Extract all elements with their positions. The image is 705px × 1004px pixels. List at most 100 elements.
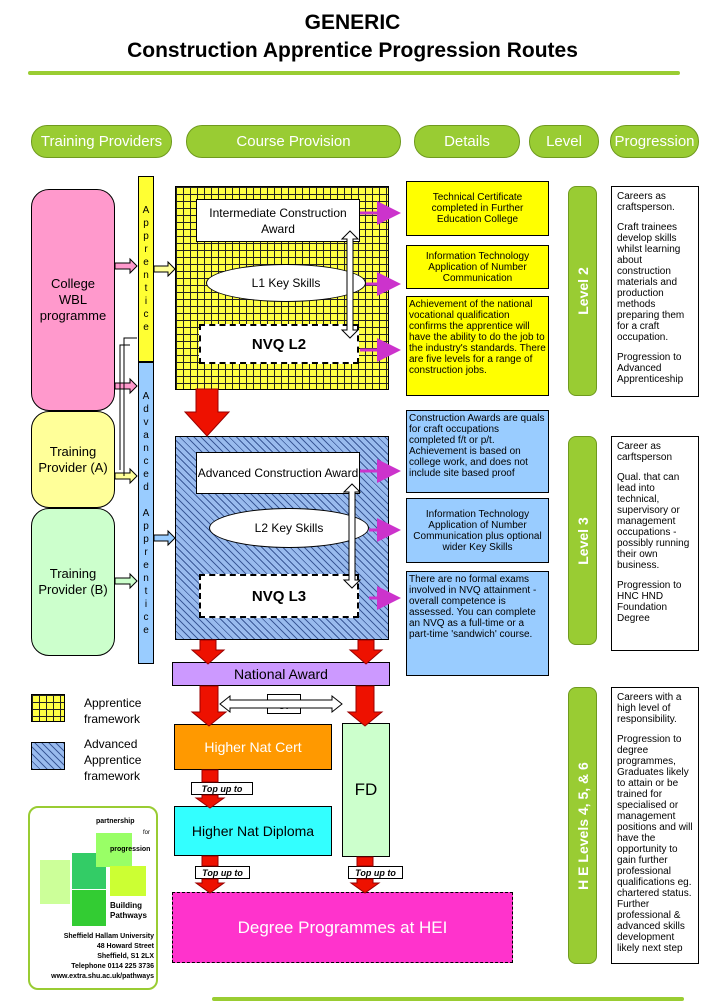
bar-letter: A	[142, 390, 150, 402]
he-levels-label: H E Levels 4, 5, & 6	[574, 761, 591, 890]
progression-text: Qual. that can lead into technical, supe…	[617, 472, 690, 571]
top-divider	[28, 71, 680, 75]
intermediate-construction-award: Intermediate Construction Award	[196, 199, 360, 242]
bar-letter: n	[143, 270, 149, 281]
logo-text-for: for	[143, 830, 151, 836]
advanced-construction-award: Advanced Construction Award	[196, 452, 360, 494]
progression-text: Progression to HNC HND Foundation Degree	[617, 580, 682, 624]
progression-text: Progression to Advanced Apprenticeship	[617, 352, 684, 385]
bar-letter: p	[143, 231, 149, 242]
progression-text: Careers as craftsperson.	[617, 191, 675, 213]
higher-nat-cert: Higher Nat Cert	[174, 724, 332, 770]
bar-letter: p	[143, 520, 149, 532]
nvq-l2: NVQ L2	[199, 324, 359, 364]
progression-text: Career as carftsperson	[617, 441, 673, 463]
bar-letter: i	[144, 598, 148, 610]
bottom-divider	[212, 997, 684, 1001]
progression-text: Craft trainees develop skills whilst lea…	[617, 222, 685, 343]
top-up-label-1: Top up to	[191, 782, 253, 795]
bar-letter: t	[144, 585, 148, 597]
header-progression: Progression	[610, 125, 699, 158]
logo-block	[96, 833, 132, 867]
bar-letter: i	[144, 296, 148, 307]
progression-level3: Career as carftsperson Qual. that can le…	[611, 436, 699, 651]
bar-letter: e	[143, 257, 149, 268]
logo-block	[40, 860, 70, 904]
higher-nat-diploma: Higher Nat Diploma	[174, 806, 332, 856]
bar-letter: a	[143, 429, 149, 441]
detail-nvq-l2: Achievement of the national vocational q…	[406, 296, 549, 396]
detail-it-l1: Information Technology Application of Nu…	[406, 245, 549, 289]
logo-address: Sheffield Hallam University 48 Howard St…	[32, 932, 154, 982]
legend-apprentice-label: Apprentice framework	[84, 696, 142, 726]
logo-text-partnership: partnership	[96, 818, 135, 825]
he-levels-bar: H E Levels 4, 5, & 6	[568, 687, 597, 964]
detail-nvq-l3: There are no formal exams involved in NV…	[406, 571, 549, 676]
top-up-label-3: Top up to	[348, 866, 403, 879]
bar-letter: d	[143, 403, 149, 415]
national-award: National Award	[172, 662, 390, 686]
page-subtitle: Construction Apprentice Progression Rout…	[127, 39, 578, 62]
bar-letter: e	[143, 322, 149, 333]
bar-letter: r	[144, 546, 148, 558]
detail-it-l2: Information Technology Application of Nu…	[406, 498, 549, 563]
address-line: Telephone 0114 225 3736	[71, 963, 154, 970]
degree-programmes: Degree Programmes at HEI	[172, 892, 513, 963]
bar-letter: A	[142, 507, 150, 519]
level-2-bar: Level 2	[568, 186, 597, 396]
l1-key-skills: L1 Key Skills	[206, 264, 366, 302]
address-line: Sheffield Hallam University	[63, 933, 154, 940]
progression-text: Progression to degree programmes, Gradua…	[617, 734, 693, 954]
bar-letter: t	[144, 283, 148, 294]
bar-letter: n	[143, 442, 149, 454]
training-provider-a: Training Provider (A)	[31, 411, 115, 508]
level-3-label: Level 3	[574, 516, 591, 565]
bar-letter: r	[144, 244, 148, 255]
college-wbl-provider: College WBL programme	[31, 189, 115, 411]
bar-letter: c	[143, 611, 149, 623]
bar-letter	[145, 494, 148, 507]
bar-letter: c	[143, 309, 149, 320]
bar-letter: d	[143, 481, 149, 493]
bar-letter: n	[143, 572, 149, 584]
logo-text-progression: progression	[110, 846, 151, 853]
progression-level2: Careers as craftsperson. Craft trainees …	[611, 186, 699, 397]
or-label: or	[267, 694, 301, 714]
logo-block	[72, 890, 106, 926]
header-level: Level	[529, 125, 599, 158]
training-provider-b: Training Provider (B)	[31, 508, 115, 656]
logo-text-building: Building	[110, 901, 142, 910]
level-3-bar: Level 3	[568, 436, 597, 645]
bar-letter: e	[143, 624, 149, 636]
bar-letter: p	[143, 533, 149, 545]
detail-construction-awards: Construction Awards are quals for craft …	[406, 410, 549, 493]
foundation-degree: FD	[342, 723, 390, 857]
bar-letter: e	[143, 559, 149, 571]
header-training-providers: Training Providers	[31, 125, 172, 158]
logo-block	[110, 866, 146, 896]
header-course-provision: Course Provision	[186, 125, 401, 158]
address-line: Sheffield, S1 2LX	[97, 953, 154, 960]
bar-letter: e	[143, 468, 149, 480]
logo-text-pathways: Pathways	[110, 911, 147, 920]
legend-advanced-swatch	[31, 742, 65, 770]
bar-letter: p	[143, 218, 149, 229]
level-2-label: Level 2	[574, 267, 591, 315]
address-line: 48 Howard Street	[96, 943, 154, 950]
progression-text: Careers with a high level of responsibil…	[617, 692, 682, 725]
legend-apprentice-swatch	[31, 694, 65, 722]
address-line: www.extra.shu.ac.uk/pathways	[51, 973, 154, 980]
building-pathways-logo: partnership for progression Building Pat…	[28, 806, 158, 990]
progression-he: Careers with a high level of responsibil…	[611, 687, 699, 964]
l2-key-skills: L2 Key Skills	[209, 508, 369, 548]
bar-letter: A	[142, 205, 150, 216]
bar-letter: c	[143, 455, 149, 467]
page-title: GENERIC	[304, 11, 401, 34]
bar-letter: v	[143, 416, 149, 428]
detail-technical-certificate: Technical Certificate completed in Furth…	[406, 181, 549, 236]
header-details: Details	[414, 125, 520, 158]
legend-advanced-label: Advanced Apprentice framework	[84, 737, 142, 783]
nvq-l3: NVQ L3	[199, 574, 359, 618]
